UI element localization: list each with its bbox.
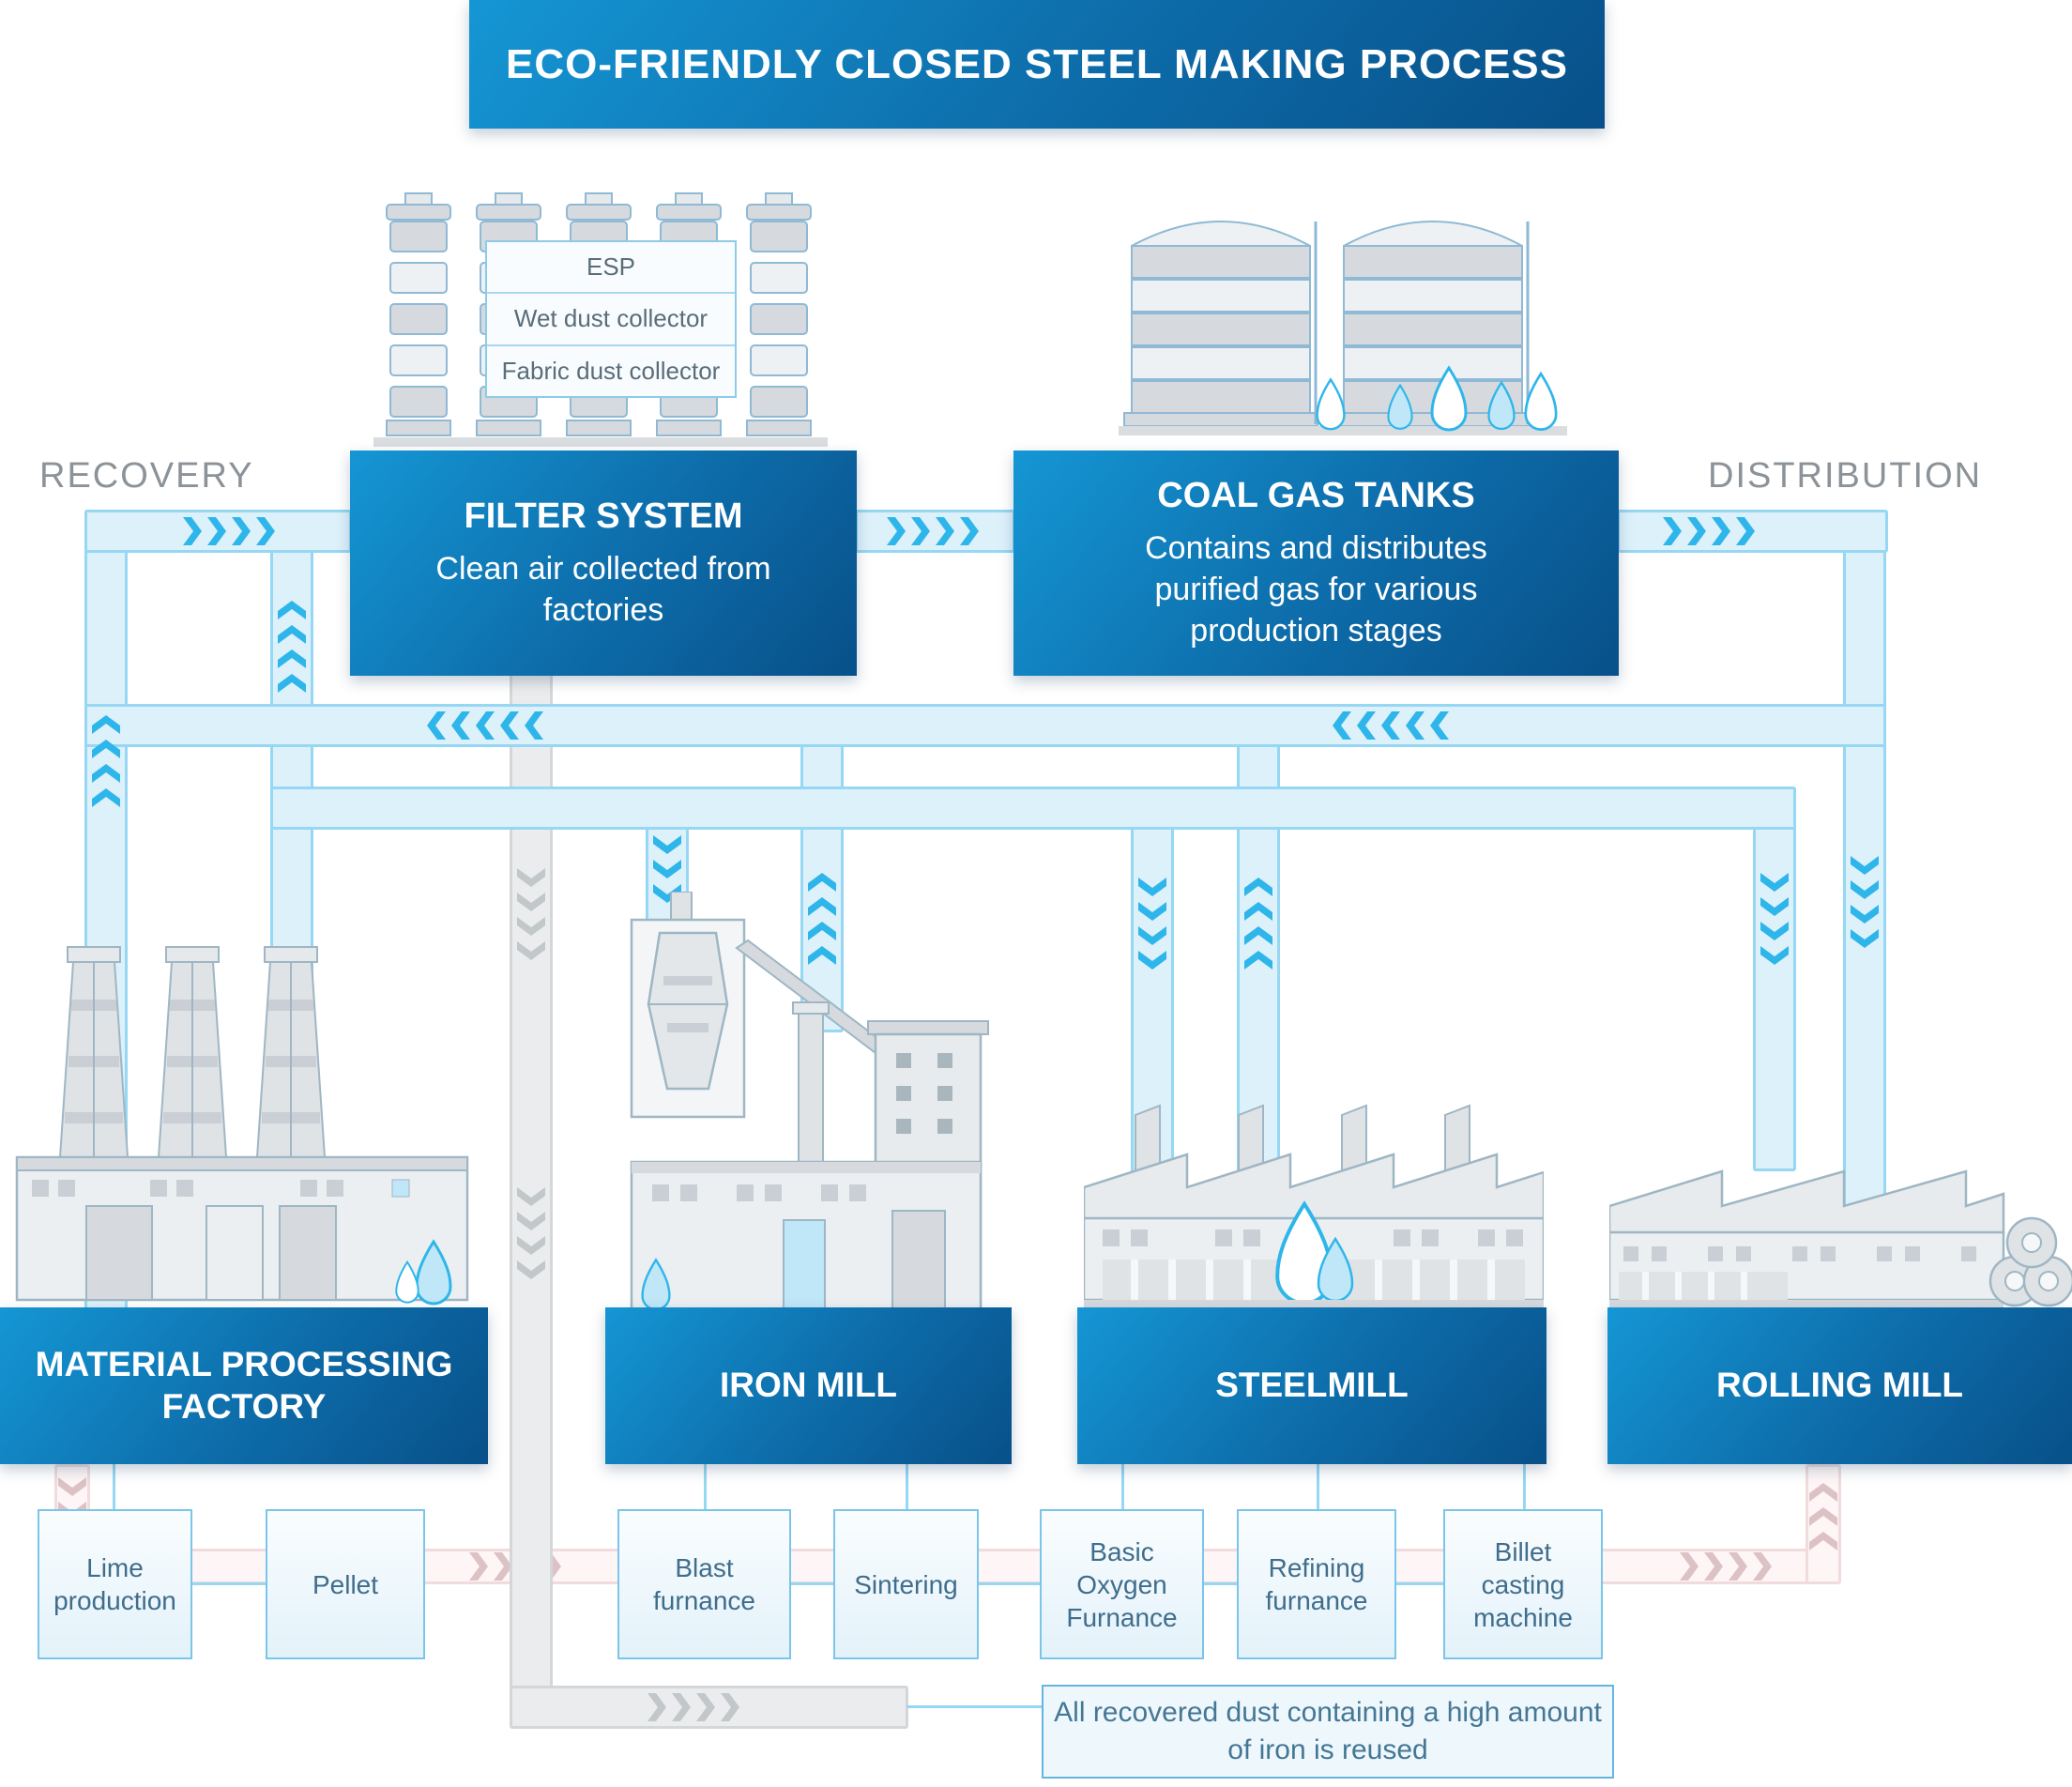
flow-arrows-gray-down-1	[517, 868, 545, 960]
connector-mpf-lime	[113, 1464, 115, 1509]
pipe-mpf-vertical	[270, 550, 313, 995]
flow-arrows-blue-up-steel	[1244, 878, 1272, 970]
filter-component-fabric: Fabric dust collector	[487, 344, 735, 396]
flow-arrows-blue-up-left	[92, 715, 120, 807]
process-box-billet-casting-machine: Billet casting machine	[1443, 1509, 1603, 1659]
filter-component-wet: Wet dust collector	[487, 292, 735, 344]
connector-refining-billet	[1396, 1582, 1443, 1585]
connector-blast-sintering	[791, 1582, 833, 1585]
recovery-label: RECOVERY	[39, 456, 254, 496]
connector-iron-blast	[704, 1464, 707, 1509]
material-processing-factory-illustration	[9, 924, 479, 1309]
filter-system-title: FILTER SYSTEM	[464, 496, 743, 537]
distribution-label: DISTRIBUTION	[1708, 456, 1983, 496]
steelmill-illustration	[1082, 1098, 1546, 1309]
flow-arrows-blue-down-steel	[1138, 878, 1166, 970]
flow-arrows-gray-right	[648, 1693, 739, 1721]
process-box-lime-production: Lime production	[38, 1509, 192, 1659]
filter-component-esp: ESP	[586, 252, 636, 282]
coal-gas-tanks-illustration	[1119, 180, 1567, 454]
flow-arrows-blue-up-iron	[808, 873, 836, 965]
factory-name: ROLLING MILL	[1715, 1366, 1964, 1405]
rolling-mill-illustration	[1607, 1136, 2072, 1309]
connector-bof-refining	[1204, 1582, 1237, 1585]
filter-towers-illustration	[373, 180, 828, 454]
filter-components-list: ESP Wet dust collector Fabric dust colle…	[485, 240, 737, 398]
flow-arrows-blue-up-mpf	[278, 601, 306, 693]
coal-gas-tanks-title: COAL GAS TANKS	[1157, 475, 1475, 515]
filter-system-box: FILTER SYSTEM Clean air collected from f…	[350, 451, 857, 676]
connector-steel-billet	[1523, 1464, 1526, 1509]
pipe-rollingmill-drop	[1753, 787, 1796, 1171]
factory-label-steelmill: STEELMILL	[1077, 1307, 1546, 1464]
pipe-right-vertical	[1843, 510, 1886, 1317]
factory-name: STEELMILL	[1215, 1366, 1409, 1405]
factory-name: IRON MILL	[719, 1366, 898, 1405]
flow-arrows-blue-right-3	[1663, 517, 1755, 545]
flow-arrows-blue-down-right	[1851, 856, 1879, 948]
flow-arrows-blue-right-1	[183, 517, 275, 545]
factory-name: MATERIAL PROCESSING FACTORY	[35, 1345, 453, 1426]
connector-steel-refining	[1317, 1464, 1319, 1509]
connector-lime-pellet	[192, 1582, 266, 1585]
iron-mill-illustration	[615, 891, 1018, 1311]
pipe-steelmill-riser	[1237, 704, 1280, 1181]
note-connector-line	[906, 1705, 1042, 1708]
process-box-sintering: Sintering	[833, 1509, 979, 1659]
pipe-ironmill-riser	[800, 704, 844, 1032]
page-title: ECO-FRIENDLY CLOSED STEEL MAKING PROCESS	[469, 0, 1605, 129]
connector-sintering-bof	[979, 1582, 1040, 1585]
filter-system-description: Clean air collected from factories	[435, 550, 771, 628]
process-box-pellet: Pellet	[266, 1509, 425, 1659]
pipe-recovery-horizontal	[84, 704, 1886, 747]
connector-iron-sintering	[906, 1464, 908, 1509]
pipe-distribution-horizontal	[270, 787, 1796, 830]
process-box-basic-oxygen-furnance: Basic Oxygen Furnance	[1040, 1509, 1204, 1659]
process-box-blast-furnance: Blast furnance	[617, 1509, 791, 1659]
flow-arrows-blue-left-2	[1333, 711, 1449, 740]
process-box-refining-furnance: Refining furnance	[1237, 1509, 1396, 1659]
flow-arrows-blue-left-1	[427, 711, 543, 740]
recovered-dust-note: All recovered dust containing a high amo…	[1042, 1685, 1614, 1779]
coal-gas-tanks-description: Contains and distributes purified gas fo…	[1145, 529, 1487, 649]
factory-label-rolling-mill: ROLLING MILL	[1607, 1307, 2072, 1464]
factory-label-material-processing: MATERIAL PROCESSING FACTORY	[0, 1307, 488, 1464]
flow-arrows-pink-up	[1809, 1483, 1837, 1550]
flow-arrows-blue-right-2	[887, 517, 979, 545]
flow-arrows-blue-down-roll	[1760, 873, 1789, 965]
flow-arrows-pink-right-2	[1680, 1552, 1772, 1581]
connector-steel-bof	[1121, 1464, 1124, 1509]
flow-arrows-blue-down-iron	[653, 835, 681, 903]
flow-arrows-gray-down-2	[517, 1187, 545, 1279]
pipe-filter-to-tanks	[855, 510, 1015, 553]
factory-label-iron-mill: IRON MILL	[605, 1307, 1012, 1464]
coal-gas-tanks-box: COAL GAS TANKS Contains and distributes …	[1013, 451, 1619, 676]
